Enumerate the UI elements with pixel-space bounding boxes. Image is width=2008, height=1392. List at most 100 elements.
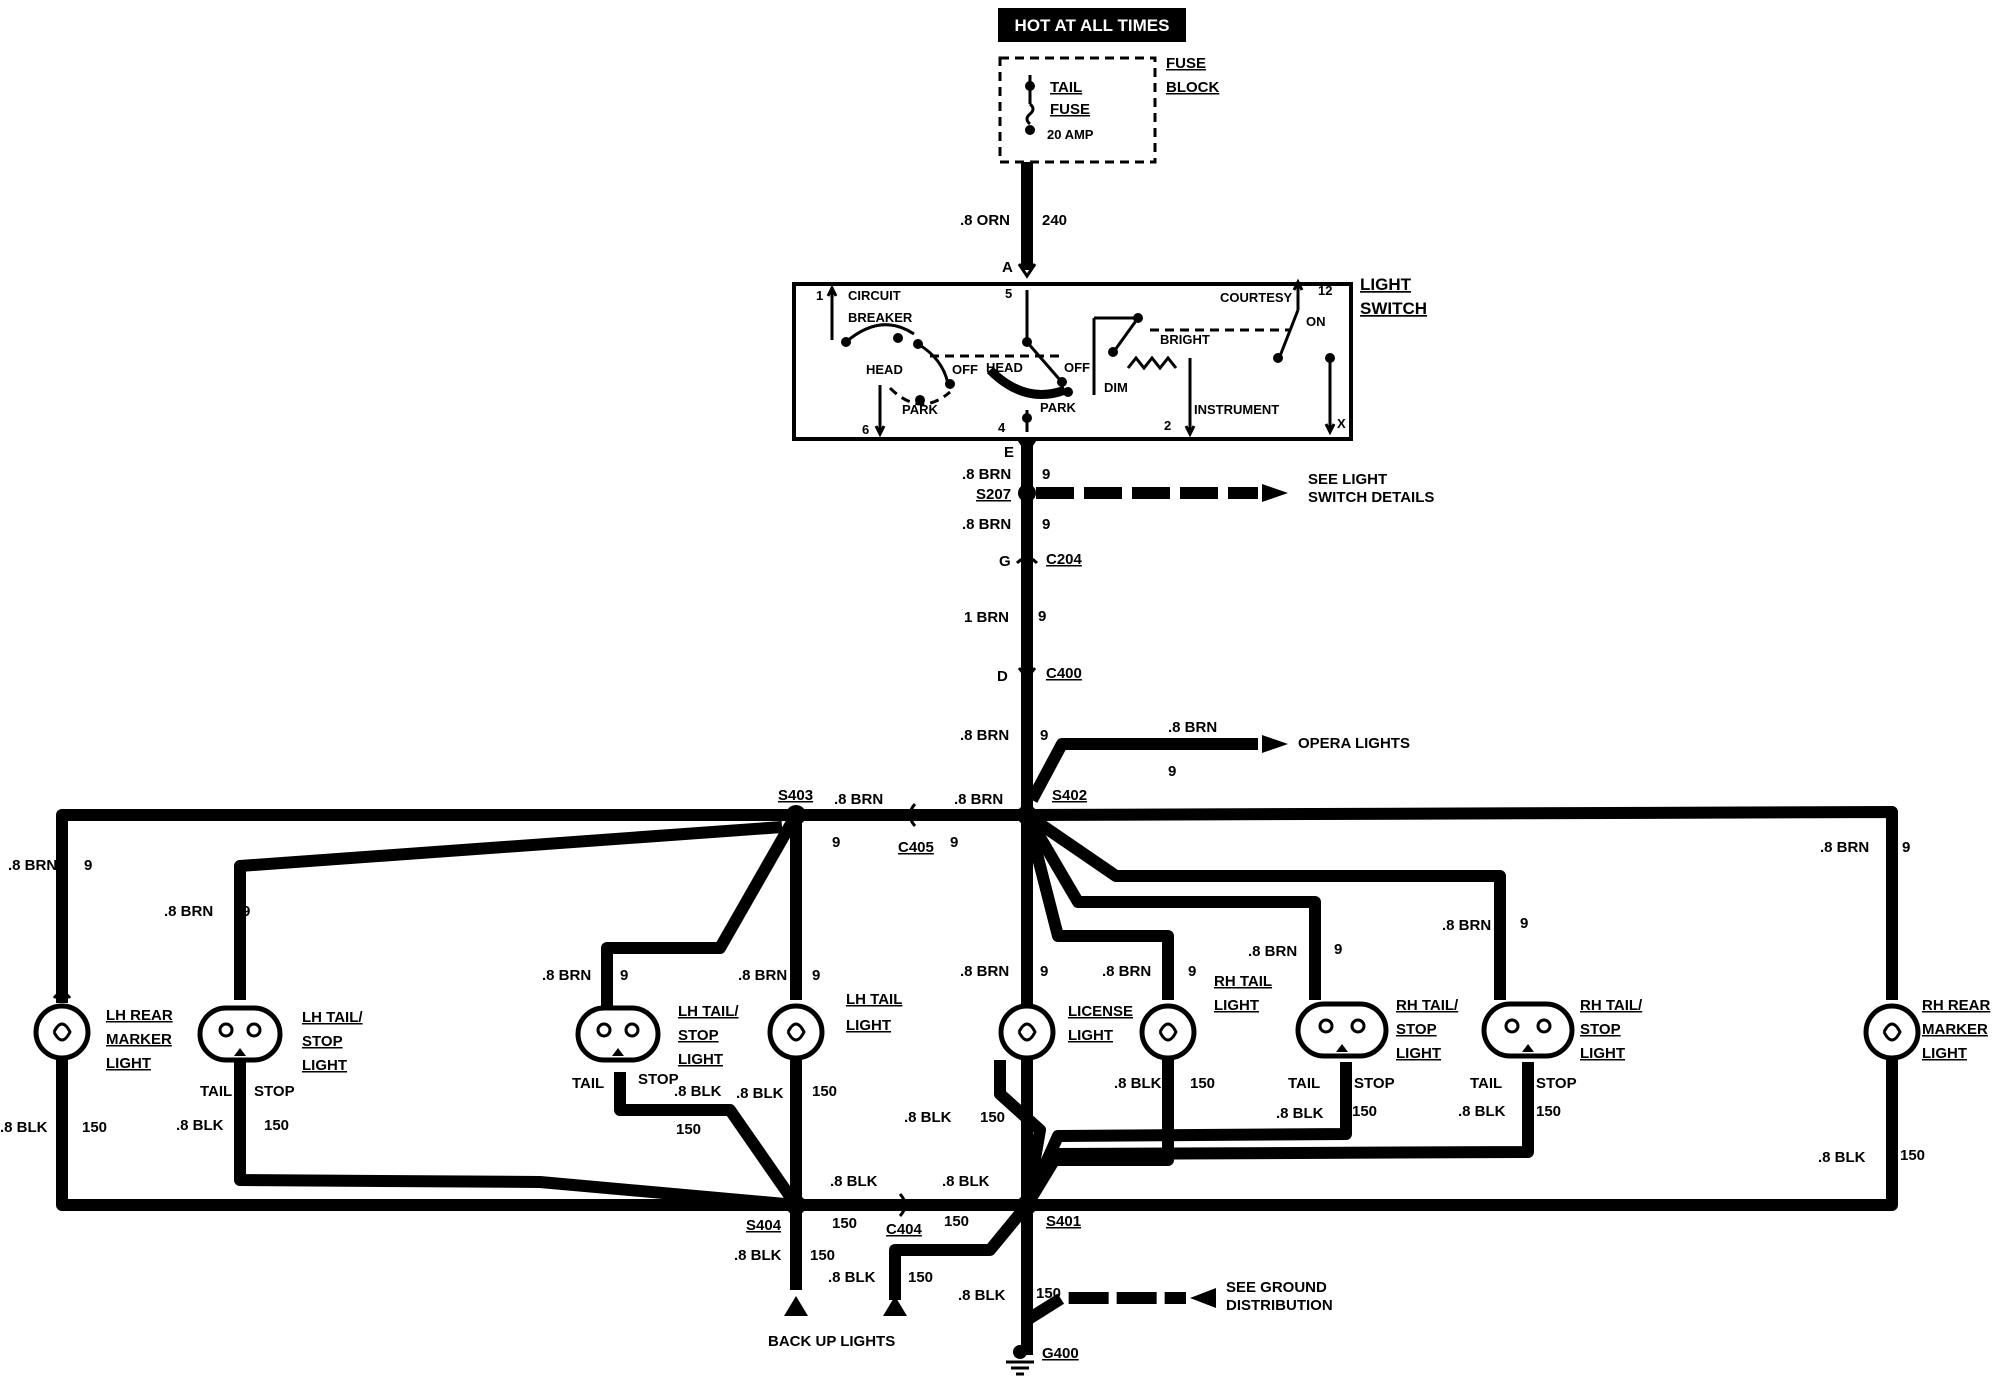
rh-marker-name-2: MARKER — [1922, 1021, 1988, 1038]
connector-c204 — [1015, 556, 1039, 565]
connector-c405 — [908, 802, 917, 828]
lamp-rh-tail-stop-a — [1295, 1001, 1389, 1059]
rh-tail-a-circuit-bottom: 150 — [1352, 1103, 1377, 1120]
rh-tail-a-name-2: STOP — [1396, 1021, 1437, 1038]
lh-tail-a-wire-bottom: .8 BLK — [176, 1117, 224, 1134]
lh-tail-wire-bottom: .8 BLK — [736, 1085, 784, 1102]
lamp-lh-tail-stop-b — [575, 1005, 661, 1063]
c404-drop-circuit-label: 150 — [908, 1269, 933, 1286]
s402-link-wire: .8 BRN — [954, 791, 1003, 808]
splice-s404 — [786, 1195, 806, 1215]
svg-text:INSTRUMENT: INSTRUMENT — [1194, 402, 1279, 417]
opera-lights-wire — [1026, 738, 1258, 803]
rh-tail-b-wire-top: .8 BRN — [1442, 917, 1491, 934]
connector-c404-label: C404 — [886, 1221, 923, 1238]
lh-tail-a-circuit-bottom: 150 — [264, 1117, 289, 1134]
feed-circuit-label: 240 — [1042, 212, 1067, 229]
lh-tail-name-1: LH TAIL — [846, 991, 902, 1008]
svg-text:FUSE: FUSE — [1050, 101, 1090, 118]
lh-tail-circuit-top: 9 — [812, 967, 820, 984]
ground-g400-label: G400 — [1042, 1345, 1079, 1362]
svg-text:PARK: PARK — [1040, 400, 1076, 415]
rh-tail-a-name-1: RH TAIL/ — [1396, 997, 1459, 1014]
rh-tail-b-name-1: RH TAIL/ — [1580, 997, 1643, 1014]
ground-g400-symbol — [1006, 1345, 1034, 1376]
splice-s207 — [1018, 484, 1036, 502]
lamp-lh-marker — [33, 991, 91, 1061]
splice-s402-label: S402 — [1052, 787, 1087, 804]
svg-text:CIRCUIT: CIRCUIT — [848, 288, 901, 303]
fuse-block: TAIL FUSE 20 AMP FUSE BLOCK — [998, 55, 1219, 164]
backup-lights-label: BACK UP LIGHTS — [768, 1333, 895, 1350]
pin-e-label: E — [1004, 444, 1014, 461]
s401-link-circuit: 150 — [944, 1213, 969, 1230]
svg-text:6: 6 — [862, 422, 869, 437]
s403-link-wire: .8 BRN — [834, 791, 883, 808]
trunk-circuit-1: 9 — [1042, 466, 1050, 483]
splice-s401-label: S401 — [1046, 1213, 1081, 1230]
pin-g-label: G — [999, 553, 1011, 570]
pin-d-label: D — [997, 668, 1008, 685]
license-circuit-bottom: 150 — [980, 1109, 1005, 1126]
rh-marker-wire-bottom: .8 BLK — [1818, 1149, 1866, 1166]
c404-drop-wire-label: .8 BLK — [828, 1269, 876, 1286]
lh-tail-wire-top: .8 BRN — [738, 967, 787, 984]
lamp-lh-tail-stop-a — [197, 1005, 283, 1063]
svg-text:COURTESY: COURTESY — [1220, 290, 1293, 305]
rh-marker-circuit-bottom: 150 — [1900, 1147, 1925, 1164]
svg-text:FUSE: FUSE — [1166, 55, 1206, 72]
rh-tail-circuit-bottom: 150 — [1190, 1075, 1215, 1092]
trunk-circuit-4: 9 — [1040, 727, 1048, 744]
trunk-wire-3: 1 BRN — [964, 609, 1009, 626]
lh-tail-b-wire-top: .8 BRN — [542, 967, 591, 984]
backup-lights-arrow — [784, 1296, 808, 1316]
rh-tail-a-name-3: LIGHT — [1396, 1045, 1441, 1062]
trunk-circuit-3: 9 — [1038, 608, 1046, 625]
lh-tail-b-name-3: LIGHT — [678, 1051, 723, 1068]
s404-link-wire: .8 BLK — [830, 1173, 878, 1190]
rh-tail-name-2: LIGHT — [1214, 997, 1259, 1014]
rh-tail-b-circuit-top: 9 — [1520, 915, 1528, 932]
lamp-lh-tail — [767, 1003, 825, 1061]
trunk-circuit-2: 9 — [1042, 516, 1050, 533]
svg-text:LIGHT: LIGHT — [1360, 275, 1412, 294]
lh-marker-name-1: LH REAR — [106, 1007, 173, 1024]
splice-s402 — [1017, 805, 1037, 825]
connector-c400 — [1017, 667, 1037, 681]
lh-tail-b-stop-label: STOP — [638, 1071, 679, 1088]
rh-marker-wire-top: .8 BRN — [1820, 839, 1869, 856]
s404-link-circuit: 150 — [832, 1215, 857, 1232]
rh-tail-a-circuit-top: 9 — [1334, 941, 1342, 958]
rh-tail-name-1: RH TAIL — [1214, 973, 1272, 990]
lh-marker-circuit-bottom: 150 — [82, 1119, 107, 1136]
hot-at-all-times-banner: HOT AT ALL TIMES — [998, 8, 1186, 42]
see-light-switch-label-2: SWITCH DETAILS — [1308, 489, 1434, 506]
pin-a-label: A — [1002, 259, 1013, 276]
rh-tail-a-stop-label: STOP — [1354, 1075, 1395, 1092]
lamp-rh-tail-stop-b — [1481, 1001, 1575, 1059]
splice-s207-label: S207 — [976, 486, 1011, 503]
rh-tail-b-stop-label: STOP — [1536, 1075, 1577, 1092]
lamp-rh-marker — [1863, 1003, 1921, 1061]
see-ground-arrow — [1190, 1288, 1216, 1308]
s402-link-circuit: 9 — [950, 834, 958, 851]
rh-tail-a-tail-label: TAIL — [1288, 1075, 1320, 1092]
g400-circuit-label: 150 — [1036, 1285, 1061, 1302]
lh-tail-a-wire-top: .8 BRN — [164, 903, 213, 920]
opera-wire-label: .8 BRN — [1168, 719, 1217, 736]
lh-tail-name-2: LIGHT — [846, 1017, 891, 1034]
lh-tail-circuit-bottom: 150 — [812, 1083, 837, 1100]
rh-tail-b-circuit-bottom: 150 — [1536, 1103, 1561, 1120]
license-wire-top: .8 BRN — [960, 963, 1009, 980]
rh-tail-wire-top: .8 BRN — [1102, 963, 1151, 980]
lamp-rh-tail — [1139, 1003, 1197, 1061]
opera-lights-label: OPERA LIGHTS — [1298, 735, 1410, 752]
brn-distribution-wires — [56, 806, 1898, 1008]
rh-tail-wire-bottom: .8 BLK — [1114, 1075, 1162, 1092]
splice-s403 — [786, 805, 806, 825]
c404-drop-arrow — [883, 1296, 907, 1316]
see-ground-label-1: SEE GROUND — [1226, 1279, 1327, 1296]
see-ground-label-2: DISTRIBUTION — [1226, 1297, 1333, 1314]
lh-marker-circuit-top: 9 — [84, 857, 92, 874]
svg-text:TAIL: TAIL — [1050, 79, 1082, 96]
